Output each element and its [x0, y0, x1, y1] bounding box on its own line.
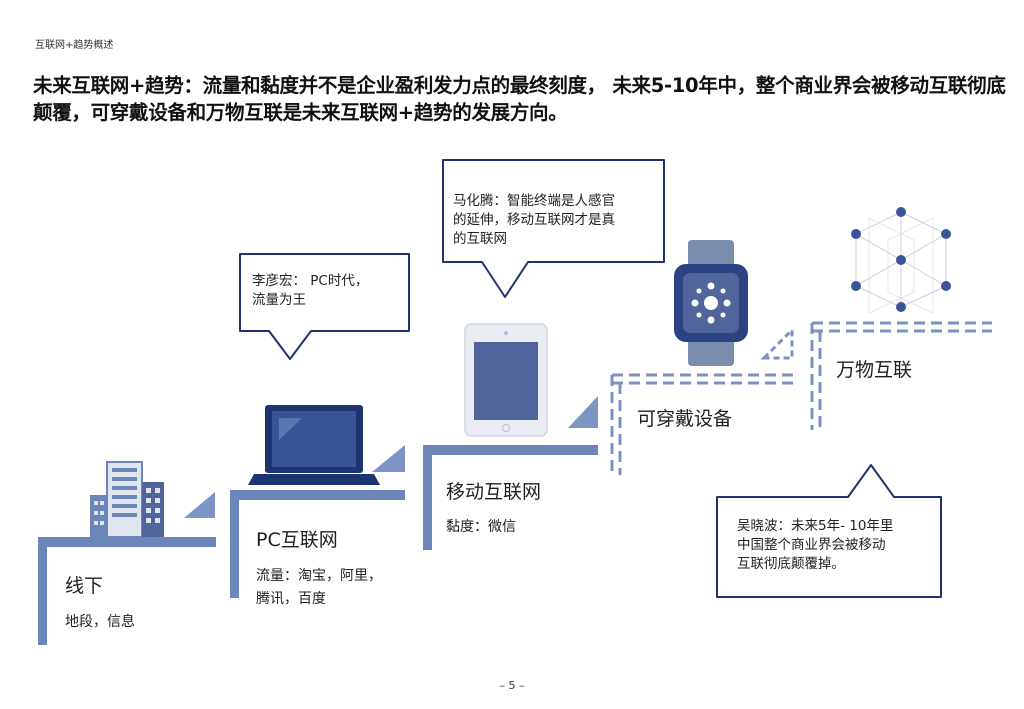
bubble-li-yanhong-shape [239, 253, 410, 360]
step-pc [230, 445, 405, 598]
laptop-icon [248, 405, 380, 485]
bubble-wu-xiaobo-shape [716, 464, 942, 598]
bubble-ma-huateng-line1: 马化腾：智能终端是人感官 [453, 193, 615, 209]
step-wearable [610, 326, 795, 475]
bubble-wu-xiaobo-line3: 互联彻底颠覆掉。 [737, 556, 845, 572]
step-offline [38, 492, 216, 645]
bubble-wu-xiaobo-line1: 吴晓波：未来5年- 10年里 [737, 518, 894, 534]
building-icon [90, 461, 164, 538]
step-title-pc: PC互联网 [256, 529, 338, 551]
bubble-ma-huateng-line3: 的互联网 [453, 231, 507, 247]
bubble-li-yanhong: 李彦宏： PC时代， 流量为王 [252, 272, 368, 310]
bubble-ma-huateng: 马化腾：智能终端是人感官 的延伸，移动互联网才是真 的互联网 [453, 192, 615, 249]
page-number: – 5 – [499, 679, 525, 692]
step-title-offline: 线下 [65, 575, 104, 597]
step-title-mobile: 移动互联网 [446, 481, 542, 503]
bubble-li-yanhong-line2: 流量为王 [252, 292, 306, 308]
step-subtitle-offline: 地段，信息 [65, 614, 135, 630]
bubble-wu-xiaobo-line2: 中国整个商业界会被移动 [737, 537, 886, 553]
step-title-wearable: 可穿戴设备 [637, 408, 733, 430]
step-title-iot: 万物互联 [836, 359, 913, 381]
step-subtitle-mobile: 黏度：微信 [446, 519, 516, 535]
headline: 未来互联网+趋势：流量和黏度并不是企业盈利发力点的最终刻度， 未来5-10年中，… [33, 74, 1006, 124]
step-subtitle-pc-line2: 腾讯，百度 [256, 591, 326, 607]
header-label: 互联网+趋势概述 [35, 40, 114, 51]
bubble-li-yanhong-line1: 李彦宏： PC时代， [252, 273, 369, 289]
bubble-ma-huateng-line2: 的延伸，移动互联网才是真 [453, 212, 615, 228]
bubble-ma-huateng-shape [442, 159, 665, 298]
step-mobile [423, 396, 598, 550]
smartwatch-icon [674, 240, 748, 366]
step-iot [810, 321, 992, 430]
network-cube-icon [851, 207, 951, 314]
bubble-wu-xiaobo: 吴晓波：未来5年- 10年里 中国整个商业界会被移动 互联彻底颠覆掉。 [737, 517, 893, 574]
step-subtitle-pc-line1: 流量：淘宝，阿里， [256, 568, 382, 584]
tablet-icon [464, 323, 548, 437]
